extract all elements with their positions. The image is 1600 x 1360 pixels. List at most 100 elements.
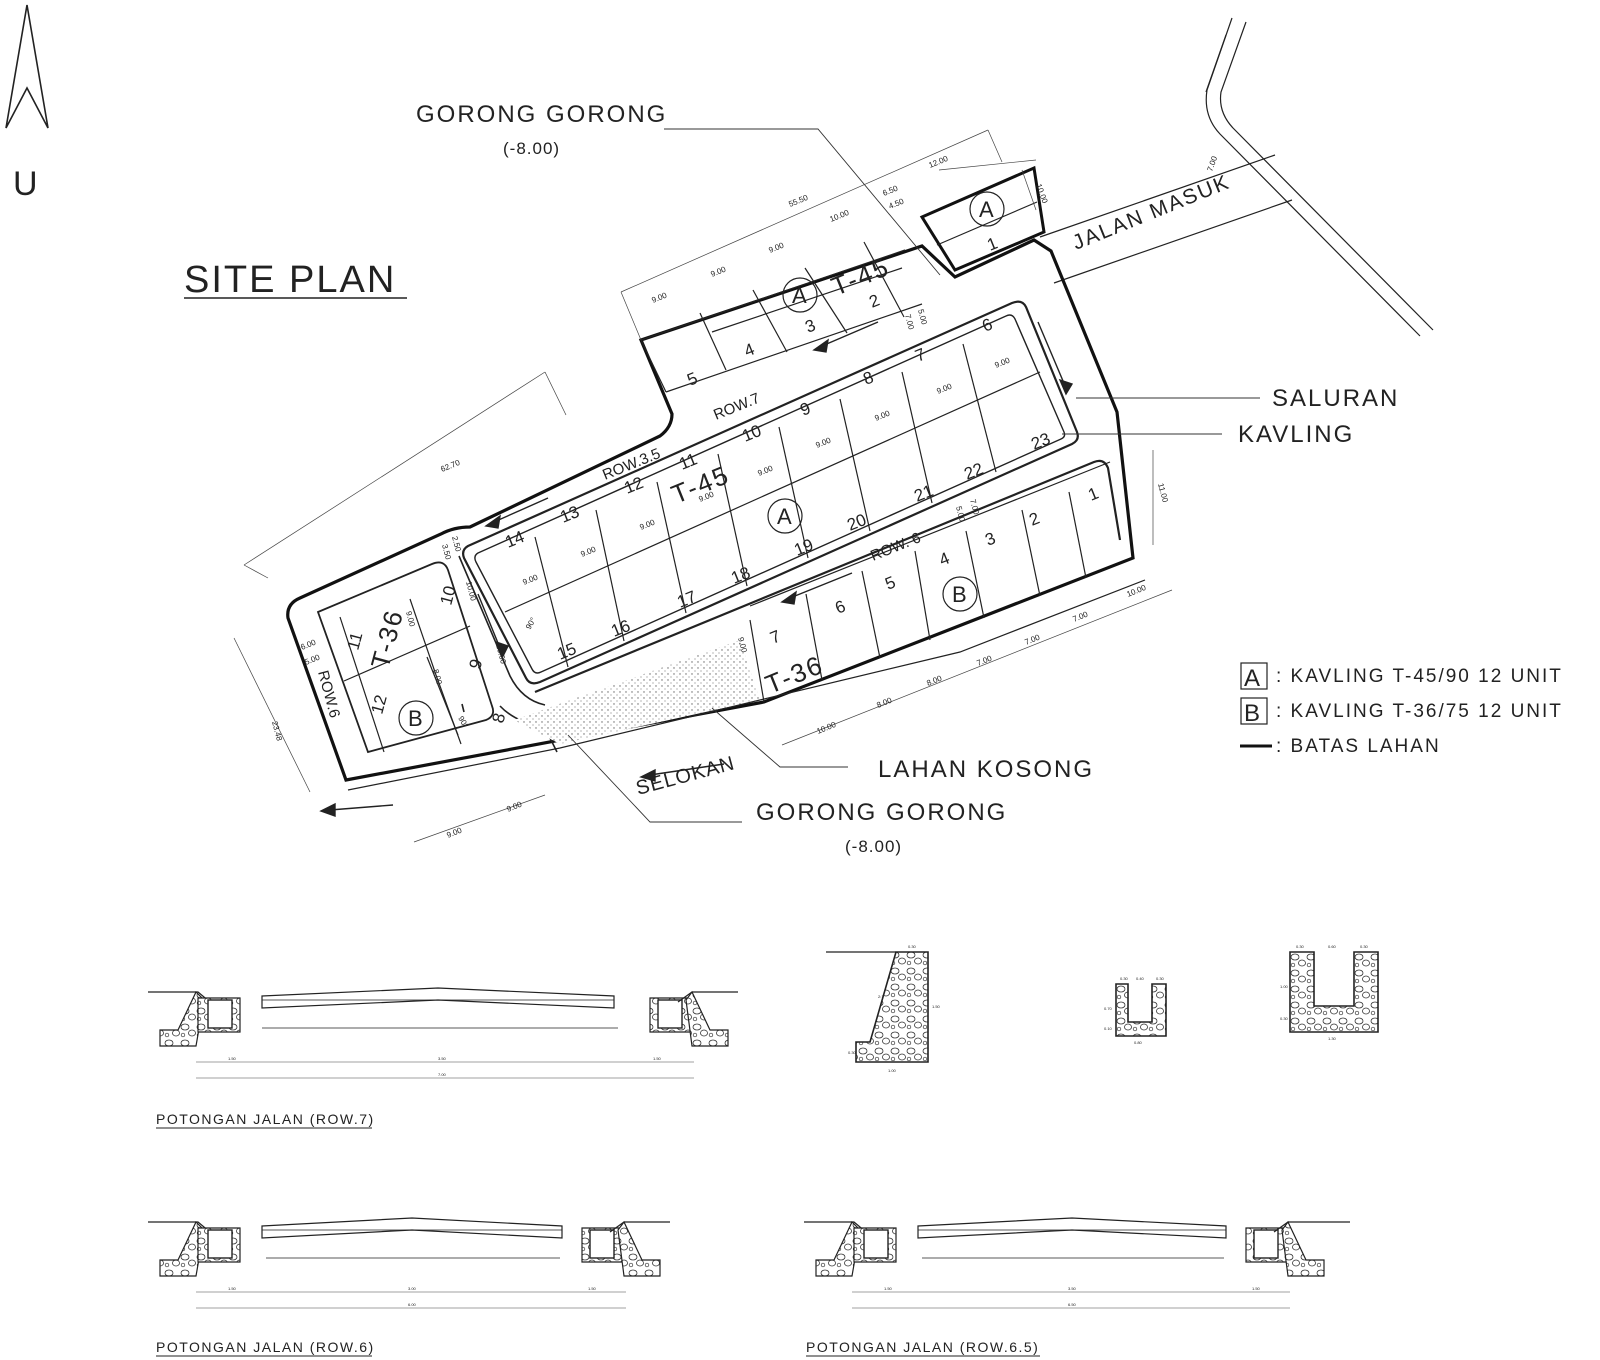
detail-dim: 0.30 (848, 1050, 857, 1055)
lot-number: 7 (912, 345, 928, 366)
detail-dim: 1.30 (1328, 1036, 1337, 1041)
lot-number: 5 (882, 573, 898, 594)
dim-label: 7.00 (1071, 609, 1089, 623)
dim-label: 7.00 (903, 313, 916, 331)
road-row6-side-label: ROW.6 (314, 669, 343, 720)
type-marker-labels: A A A B B (408, 197, 994, 731)
lot-number: 3 (802, 316, 818, 337)
section-dim: 1.50 (884, 1286, 893, 1291)
lot-number: 2 (1026, 509, 1042, 530)
lot-number: 4 (936, 549, 952, 570)
lot-number: 16 (608, 616, 633, 641)
dim-entry-width: 7.00 (1205, 154, 1219, 172)
road-row6-label: ROW. 6 (868, 529, 923, 564)
detail-dim: 0.30 (1360, 944, 1369, 949)
lot-number: 14 (502, 527, 527, 552)
legend-key: A (1244, 665, 1262, 692)
dim-overall-left: 62.70 (439, 458, 461, 474)
dim-label: 5.00 (916, 308, 929, 326)
dim-overall-top: 55.50 (787, 193, 809, 209)
north-arrow-icon (5, 4, 49, 129)
page-title: SITE PLAN (184, 259, 396, 301)
dim-label: 4.50 (887, 196, 905, 210)
detail-retaining-wall: 0.30 1.50 1.00 0.30 2:1 (826, 944, 941, 1073)
road-labels: ROW.7 ROW.3.5 ROW. 6 ROW.6 (314, 390, 923, 720)
lot-number: 4 (741, 340, 757, 361)
section-dim: 3.50 (438, 1056, 447, 1061)
dimension-lines (233, 129, 1173, 843)
section-dim: 7.00 (438, 1072, 447, 1077)
north-label: U (13, 165, 38, 203)
section-dim: 1.50 (1252, 1286, 1261, 1291)
dim-label: 7.00 (968, 498, 981, 516)
lot-number: 3 (982, 529, 998, 550)
section-row7: 1.50 3.50 1.50 7.00 (148, 987, 738, 1079)
dim-label: 5.00 (954, 505, 967, 523)
lot-number: 11 (344, 630, 367, 652)
dim-label: 9.00 (935, 381, 953, 395)
dim-label: 9.00 (445, 825, 463, 839)
callout-culvert-bottom-level: (-8.00) (845, 837, 902, 856)
callout-drain: SALURAN (1272, 385, 1399, 412)
left-block (316, 561, 495, 754)
lot-number: 8 (860, 368, 876, 389)
detail-dim: 0.40 (1136, 976, 1145, 981)
lot-number: 1 (1085, 484, 1101, 505)
callout-vacant-land: LAHAN KOSONG (878, 756, 1094, 783)
section-dim: 1.50 (228, 1056, 237, 1061)
marker-b-left: B (408, 706, 423, 731)
lot-number: 2 (866, 291, 882, 312)
dim-label: 9.00 (873, 408, 891, 422)
dim-right-side: 11.00 (1156, 482, 1170, 504)
callout-entry-road: JALAN MASUK (1069, 170, 1233, 254)
dim-label: 10.00 (828, 208, 850, 224)
section-caption-row7: POTONGAN JALAN (ROW.7) (156, 1111, 375, 1127)
dim-label: 9.00 (756, 463, 774, 477)
lot-number: 23 (1028, 429, 1053, 454)
lot-number: 20 (844, 510, 869, 535)
dim-label: 8.00 (431, 668, 444, 686)
lot-number: 17 (674, 587, 699, 612)
detail-dim: 0.30 (1296, 944, 1305, 949)
section-dim: 1.50 (588, 1286, 597, 1291)
section-dim: 6.50 (1068, 1302, 1077, 1307)
top-block (640, 201, 1038, 393)
legend: A : KAVLING T-45/90 12 UNIT B : KAVLING … (1240, 662, 1561, 757)
detail-dim: 1.00 (1280, 984, 1289, 989)
legend-text: : BATAS LAHAN (1276, 736, 1441, 757)
title-block: SITE PLAN (184, 259, 407, 301)
marker-b-right: B (952, 582, 967, 607)
callout-culvert-top-level: (-8.00) (503, 139, 560, 158)
lot-number: 6 (979, 315, 995, 336)
section-caption-row6: POTONGAN JALAN (ROW.6) (156, 1339, 375, 1355)
lot-number: 12 (368, 693, 391, 716)
legend-key-box (1240, 697, 1268, 725)
lot-number: 11 (676, 449, 699, 473)
detail-dim: 0.80 (1134, 1040, 1143, 1045)
dim-label: 10.00 (1125, 583, 1147, 599)
dim-label: 12.00 (927, 154, 949, 170)
dim-label: 9.00 (767, 240, 785, 254)
type-t45-top: T-45 (827, 251, 894, 301)
north-arrow: U (5, 4, 49, 203)
detail-dim: 2:1 (878, 994, 884, 999)
lot-number: 6 (832, 597, 848, 618)
detail-dim: 0.30 (908, 944, 917, 949)
dim-label: 5.00 (303, 652, 321, 666)
dim-label: 8.00 (925, 673, 943, 687)
dim-left-side: 23.48 (270, 720, 284, 742)
type-t36-left: T-36 (365, 606, 410, 672)
section-row65: 1.50 3.50 1.50 6.50 (804, 1217, 1350, 1309)
section-dim: 3.00 (408, 1286, 417, 1291)
dim-label: 7.00 (1023, 632, 1041, 646)
bottom-block (534, 459, 1122, 703)
dim-label: 7.00 (975, 653, 993, 667)
leader-lines (567, 128, 1260, 823)
lot-number: 13 (557, 502, 582, 527)
ditch-lines (347, 579, 1146, 791)
callout-culvert-bottom: GORONG GORONG (756, 799, 1007, 826)
dim-label: 9.00 (638, 517, 656, 531)
marker-a-top: A (979, 197, 994, 222)
lot-number: 10 (437, 584, 460, 607)
